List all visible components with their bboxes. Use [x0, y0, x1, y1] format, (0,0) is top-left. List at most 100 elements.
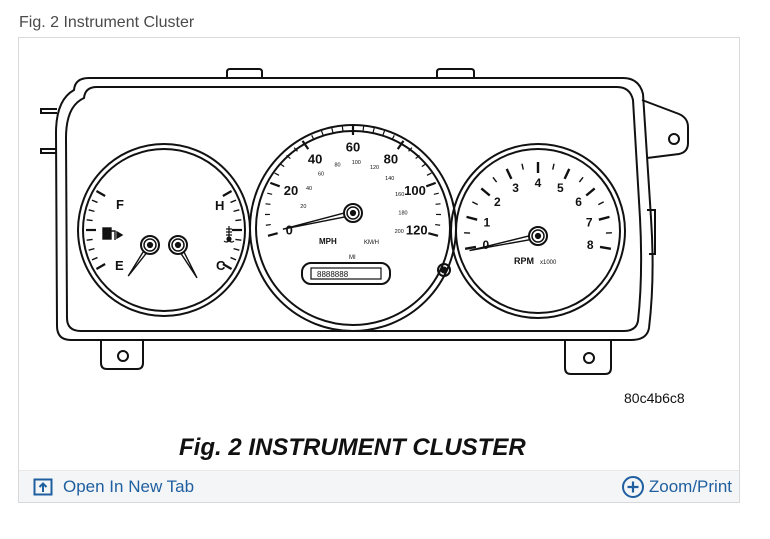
odometer-unit: MI — [349, 255, 356, 261]
speedometer-mph-unit: MPH — [319, 237, 337, 246]
tachometer-label: 8 — [587, 238, 594, 252]
tachometer-tick — [505, 168, 513, 180]
speedometer-mph-label: 60 — [346, 140, 360, 155]
odometer-digits: 8888888 — [317, 270, 349, 279]
fuel-gauge-tick — [88, 247, 95, 251]
temp-gauge-tick — [233, 247, 240, 251]
trip-reset-knob — [437, 263, 451, 277]
fuel-gauge-tick — [91, 199, 98, 204]
open-in-new-tab-icon — [33, 478, 53, 496]
odometer-display-frame — [310, 267, 382, 280]
tachometer-label: 4 — [535, 176, 542, 190]
speedometer-tick — [435, 223, 441, 226]
figure-footer: Open In New Tab Zoom/Print — [19, 470, 739, 502]
trip-reset-knob-stem — [440, 266, 448, 274]
speedometer-kmh-label: 120 — [370, 165, 379, 171]
tachometer-tick — [552, 163, 555, 170]
tachometer-label: 3 — [512, 181, 519, 195]
speedometer-tick — [265, 223, 271, 226]
tachometer-label: 0 — [482, 238, 489, 252]
tachometer-tick — [578, 176, 584, 183]
cluster-right-clip — [647, 209, 656, 255]
tachometer-label: 6 — [575, 195, 582, 209]
tachometer-tick — [492, 176, 498, 183]
speedometer-kmh-label: 40 — [306, 186, 312, 192]
cluster-mount-tab-right — [564, 340, 612, 375]
speedometer-mph-label: 80 — [384, 151, 398, 166]
fuel-full-label: F — [116, 197, 124, 212]
tachometer-label: 1 — [483, 215, 490, 229]
temp-gauge-tick — [230, 199, 237, 204]
zoom-print-label: Zoom/Print — [648, 477, 732, 496]
speedometer-tick — [428, 232, 439, 237]
figure-title: Fig. 2 INSTRUMENT CLUSTER — [179, 434, 526, 461]
temp-gauge-tick — [233, 209, 240, 213]
tachometer-tick — [597, 201, 604, 206]
speedometer-kmh-label: 180 — [398, 211, 407, 217]
fuel-gauge-tick — [86, 219, 93, 222]
speedometer-tick — [267, 232, 278, 237]
speedometer-tick — [286, 154, 291, 159]
open-in-new-tab-link[interactable]: Open In New Tab — [33, 476, 194, 498]
cluster-housing-inner — [64, 86, 643, 332]
tachometer-rpm-unit: RPM — [514, 256, 534, 266]
tachometer-tick — [464, 245, 477, 251]
speedometer-tick — [331, 127, 334, 133]
tachometer-tick — [466, 215, 478, 221]
zoom-plus-icon — [621, 476, 644, 498]
fuel-gauge-tick — [91, 256, 98, 261]
tachometer-tick — [472, 201, 479, 206]
temp-gauge-tick — [235, 219, 242, 222]
speedometer-mph-label: 120 — [406, 223, 428, 238]
temp-gauge-hub-ring-2 — [174, 241, 182, 249]
speedometer-kmh-unit: KM/H — [364, 240, 379, 246]
tachometer-label: 2 — [494, 195, 501, 209]
figure-code: 80c4b6c8 — [624, 390, 685, 406]
cluster-top-tab-left — [226, 68, 263, 78]
speedometer-tick — [435, 203, 441, 205]
speedometer-kmh-label: 140 — [385, 176, 394, 182]
speedometer-tick — [311, 135, 315, 140]
temp-gauge-tick — [235, 238, 242, 241]
speedometer-tick — [396, 140, 405, 150]
odometer-window — [301, 262, 391, 285]
tachometer-bezel-inner — [455, 148, 621, 314]
speedometer-tick — [267, 192, 273, 195]
speedometer-tick — [408, 147, 413, 152]
fuel-gauge-tick — [86, 238, 93, 241]
tachometer-label: 5 — [557, 181, 564, 195]
speedometer-tick — [362, 125, 365, 131]
speedometer-tick — [265, 203, 271, 205]
speedometer-tick — [425, 181, 437, 188]
speedometer-tick — [269, 181, 281, 188]
fuel-gauge-hub-ring-2 — [146, 241, 154, 249]
temp-gauge-tick — [222, 263, 233, 270]
zoom-print-link[interactable]: Zoom/Print — [621, 474, 732, 500]
fuel-gauge-tick — [95, 263, 106, 270]
tachometer-tick — [585, 187, 596, 197]
speedometer-tick — [274, 172, 280, 176]
speedometer-tick — [421, 163, 427, 168]
speedometer-tick — [341, 125, 344, 131]
open-in-new-tab-label: Open In New Tab — [63, 477, 195, 496]
speedometer-tick — [415, 154, 420, 159]
speedometer-kmh-label: 100 — [352, 160, 361, 166]
fuel-gauge-tick — [95, 190, 106, 197]
speedometer-tick — [293, 147, 298, 152]
speedometer-kmh-label: 160 — [395, 192, 404, 198]
tachometer-tick — [563, 168, 571, 180]
cluster-left-clip-top — [40, 108, 57, 114]
tachometer-tick — [521, 163, 524, 170]
temp-gauge-tick — [230, 256, 237, 261]
speedometer-kmh-label: 200 — [395, 229, 404, 235]
speedometer-tick — [426, 172, 432, 176]
speedometer-tick — [279, 163, 285, 168]
cluster-right-bracket — [641, 99, 689, 159]
speedometer-hub-ring-2 — [349, 209, 357, 217]
speedometer-kmh-label: 80 — [334, 162, 340, 168]
speedometer-tick — [372, 127, 375, 133]
cluster-mount-tab-left — [100, 340, 144, 370]
fuel-pump-icon — [102, 227, 124, 240]
tachometer-tick — [598, 215, 610, 221]
